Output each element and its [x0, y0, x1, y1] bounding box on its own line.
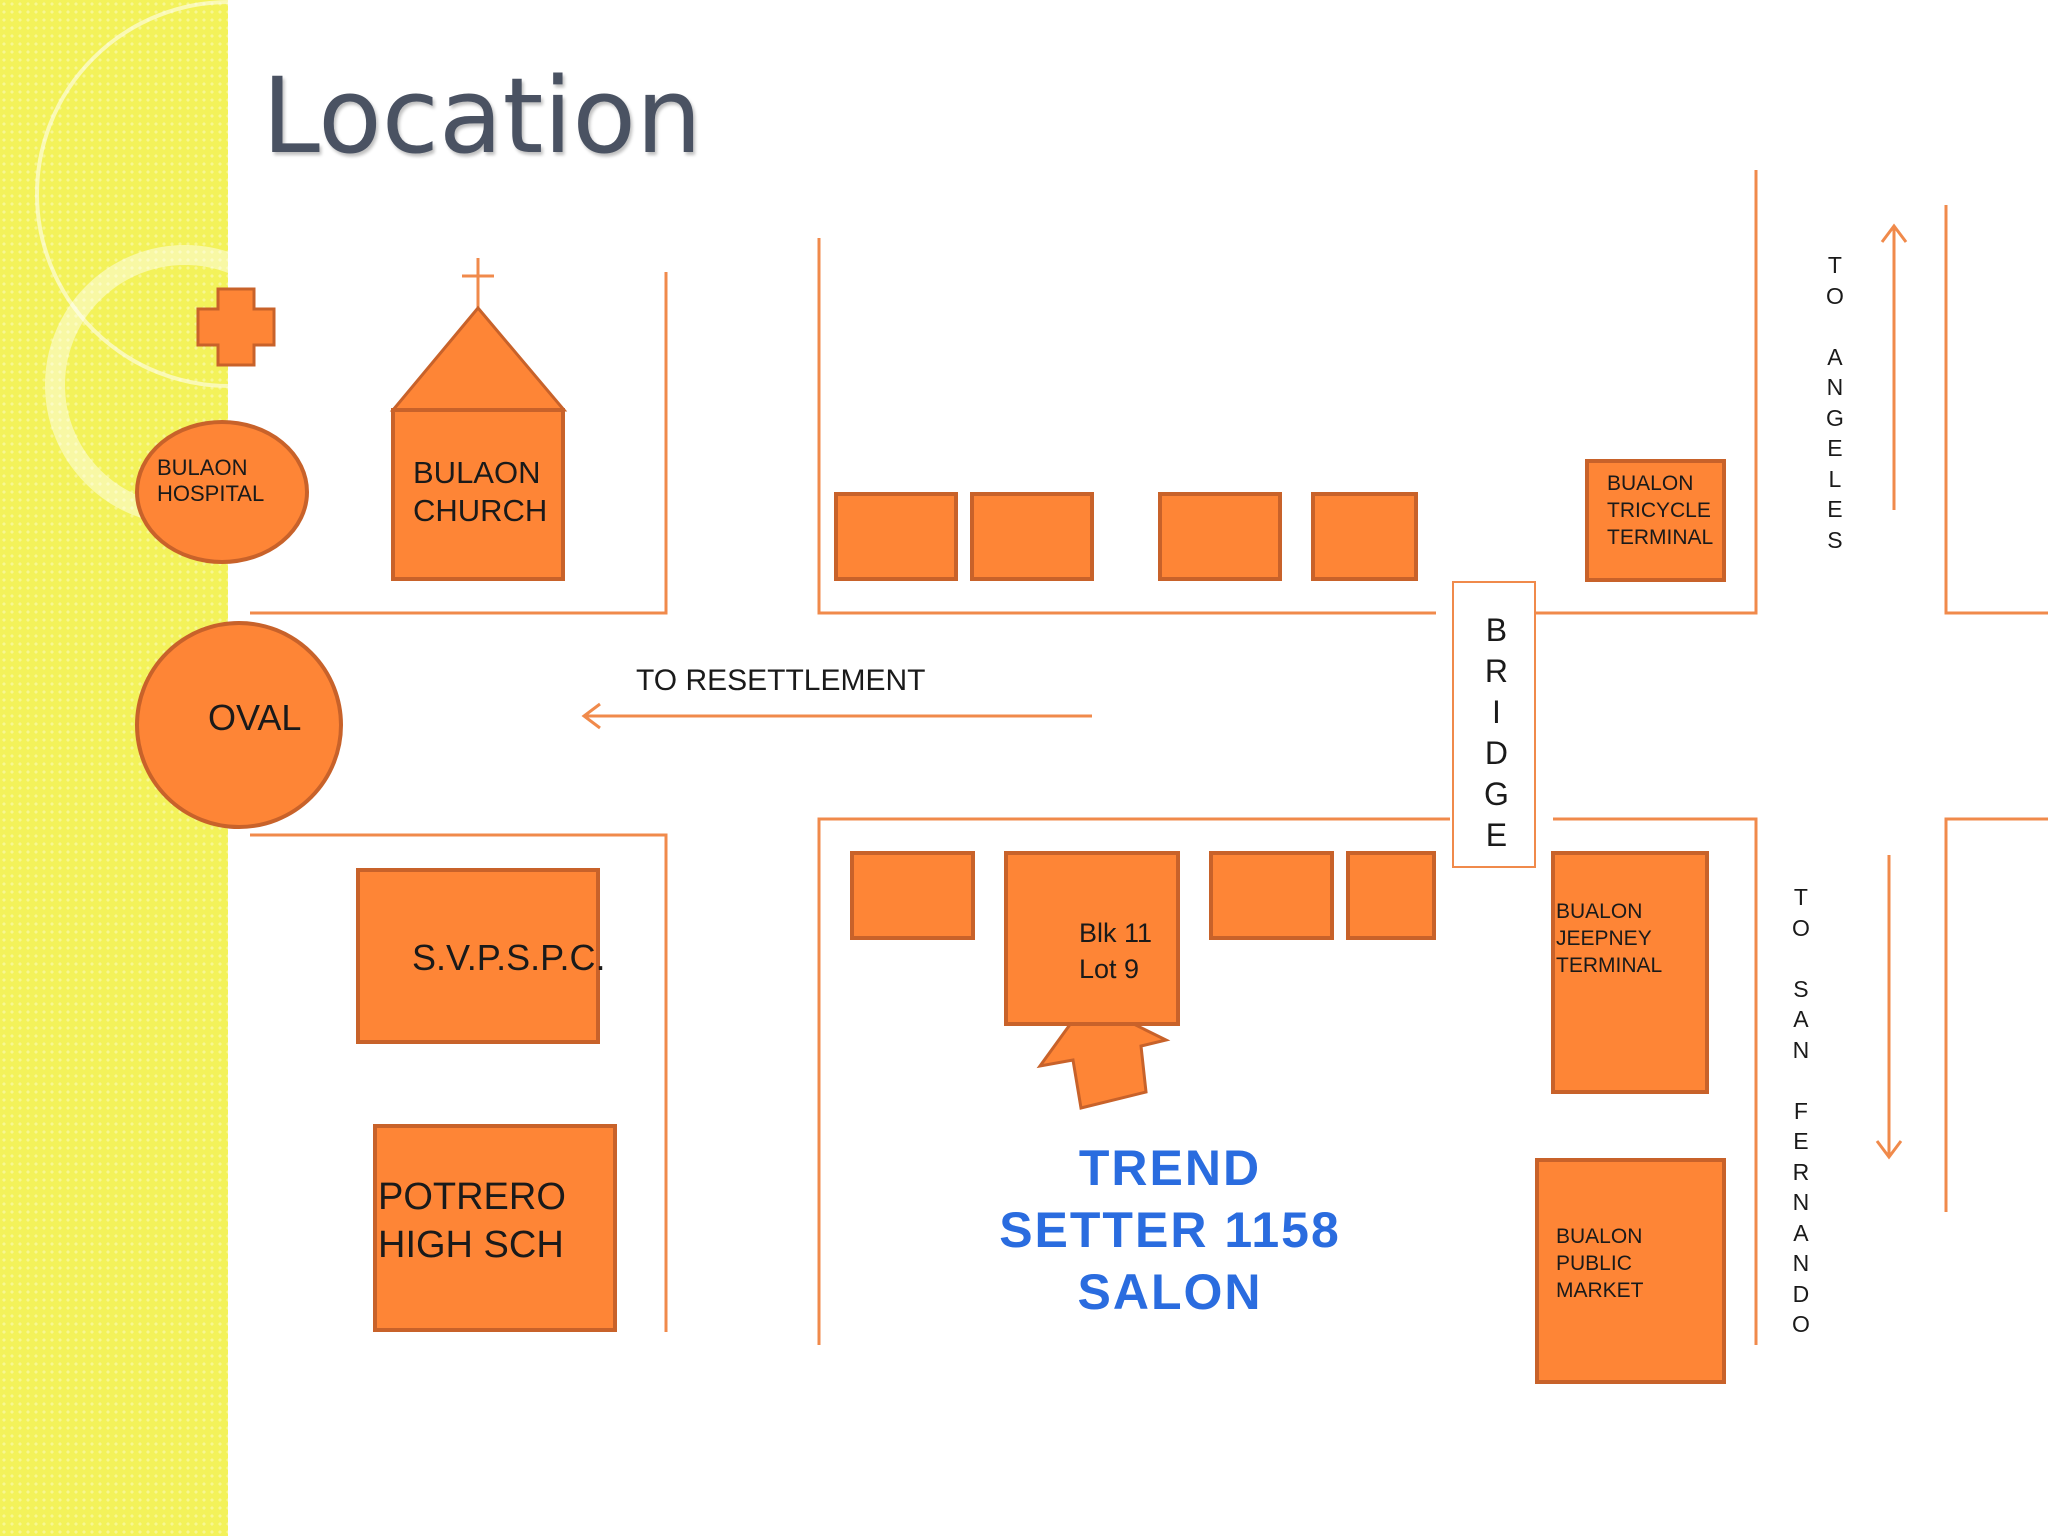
resettlement-label: TO RESETTLEMENT	[636, 664, 926, 697]
bridge-letter: D	[1484, 735, 1508, 771]
road-edge	[1535, 170, 1758, 615]
direction-letter: E	[1793, 1128, 1809, 1154]
road-edge	[1944, 817, 2048, 1212]
direction-letter: S	[1827, 526, 1843, 553]
church-roof	[389, 305, 568, 412]
svpspc-label: S.V.P.S.P.C.	[412, 937, 606, 978]
road-edge	[817, 238, 1436, 615]
building	[1346, 851, 1436, 940]
direction-letter	[1798, 943, 1804, 974]
salon-name: TREND SETTER 1158 SALON	[999, 1140, 1341, 1320]
direction-letter: G	[1826, 404, 1844, 431]
direction-letter: O	[1826, 282, 1844, 309]
resettlement-arrow-icon	[581, 702, 1092, 730]
svpspc-building	[356, 868, 600, 1044]
direction-letter: T	[1827, 252, 1842, 278]
direction-letter: F	[1793, 1097, 1808, 1124]
road-edge	[250, 833, 668, 1332]
church-building	[391, 408, 565, 581]
direction-letter: S	[1793, 975, 1809, 1002]
direction-letter: O	[1792, 914, 1810, 941]
tricycle-terminal	[1585, 459, 1726, 582]
bridge-letter: I	[1492, 694, 1501, 730]
hospital-shape	[135, 420, 309, 564]
direction-letter: A	[1827, 343, 1843, 370]
direction-letter: T	[1793, 884, 1808, 910]
building	[850, 851, 975, 940]
direction-letter: E	[1827, 435, 1843, 461]
oval-label: OVAL	[208, 697, 302, 738]
direction-letter: O	[1792, 1311, 1810, 1337]
arrow-down-icon	[1875, 855, 1903, 1160]
arrow-up-icon	[1880, 223, 1908, 510]
direction-letter: N	[1792, 1250, 1810, 1276]
building	[970, 492, 1094, 581]
direction-letter	[1832, 311, 1838, 342]
location-pointer-arrow-icon	[1036, 999, 1171, 1110]
school-building	[373, 1124, 617, 1332]
building	[1311, 492, 1418, 581]
road-edge	[250, 272, 668, 615]
building	[1209, 851, 1334, 940]
building	[834, 492, 958, 581]
road-edge	[1944, 205, 2048, 615]
bridge-letter: E	[1485, 817, 1508, 853]
road-edge	[1553, 817, 1758, 1345]
bridge-letter: R	[1484, 653, 1508, 689]
direction-letter: D	[1792, 1280, 1810, 1307]
direction-letter: A	[1793, 1219, 1809, 1246]
medical-cross-icon	[196, 287, 276, 367]
slide-title: Location	[262, 55, 702, 177]
direction-letter	[1798, 1065, 1804, 1096]
building	[1158, 492, 1282, 581]
direction-letter: R	[1792, 1158, 1810, 1185]
bridge-letter: B	[1485, 612, 1508, 648]
bridge-letter: G	[1484, 776, 1509, 812]
direction-letter: N	[1826, 374, 1844, 400]
bridge-label: B R I D G E	[1484, 610, 1509, 856]
public-market	[1535, 1158, 1726, 1384]
oval-shape	[135, 621, 343, 829]
direction-letter: L	[1828, 465, 1842, 492]
salon-lot-building	[1004, 851, 1180, 1026]
road-edge	[817, 817, 1450, 1345]
direction-letter: A	[1793, 1006, 1809, 1032]
direction-letter: E	[1827, 496, 1843, 522]
jeepney-terminal	[1551, 851, 1709, 1094]
direction-letter: N	[1792, 1189, 1810, 1215]
bridge	[1452, 581, 1536, 868]
roads	[250, 170, 2048, 1345]
direction-letter: N	[1792, 1036, 1810, 1063]
